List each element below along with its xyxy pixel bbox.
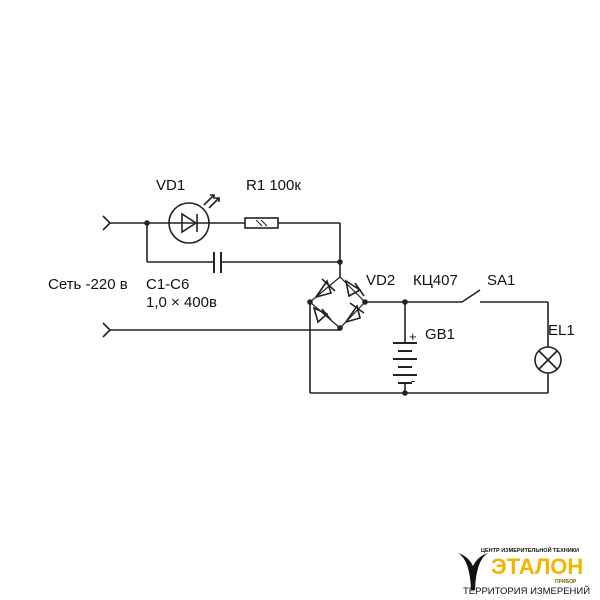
logo: ЦЕНТР ИЗМЕРИТЕЛЬНОЙ ТЕХНИКИ ЭТАЛОН ПРИБО…: [455, 548, 600, 600]
logo-mark-icon: [458, 553, 488, 590]
logo-tagline: ТЕРРИТОРИЯ ИЗМЕРЕНИЙ: [463, 586, 591, 597]
sa1-label: SA1: [487, 272, 516, 289]
junction: [337, 259, 343, 265]
input-terminal-bottom: [102, 322, 112, 338]
logo-top-text: ЦЕНТР ИЗМЕРИТЕЛЬНОЙ ТЕХНИКИ: [481, 548, 579, 554]
battery-gb1: [393, 302, 417, 393]
logo-brand: ЭТАЛОН: [491, 554, 584, 579]
capacitor-name-label: C1-C6: [146, 276, 190, 293]
r1-label: R1 100к: [246, 177, 301, 194]
diode-bridge-vd2: [309, 276, 366, 329]
bridge-type-label: КЦ407: [413, 272, 458, 289]
vd2-label: VD2: [366, 272, 396, 289]
resistor-r1: [244, 217, 279, 229]
gb1-label: GB1: [425, 326, 456, 343]
vd1-label: VD1: [156, 177, 186, 194]
mains-label: Сеть -220 в: [48, 276, 128, 293]
el1-label: EL1: [548, 322, 575, 339]
input-terminal-top: [102, 215, 112, 231]
capacitor-value-label: 1,0 × 400в: [146, 294, 217, 311]
led-vd1: [168, 194, 220, 244]
plus-label: +: [409, 329, 417, 344]
switch-sa1: [461, 289, 481, 303]
logo-sub: ПРИБОР: [555, 579, 577, 585]
minus-label: -: [411, 373, 416, 388]
lamp-el1: [534, 346, 562, 374]
capacitor-c1-c6: [213, 252, 222, 273]
